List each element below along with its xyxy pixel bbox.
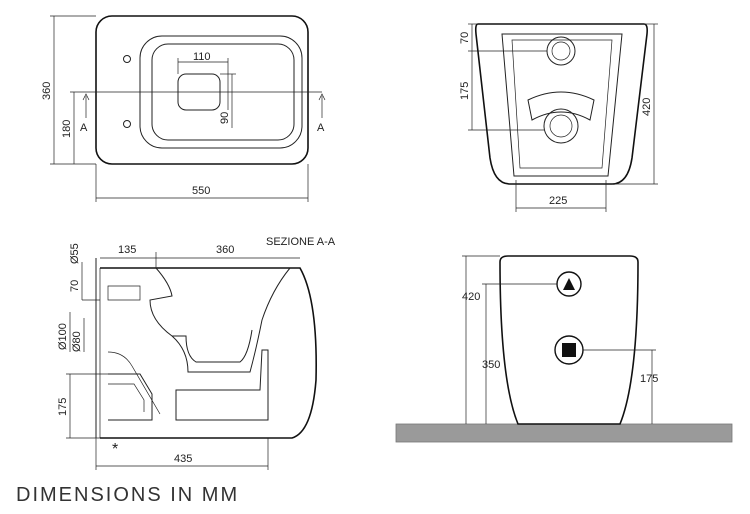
front-dim-175: 175 [640,373,658,385]
inlet-triangle-icon [563,278,575,290]
section-title: SEZIONE A-A [266,236,336,248]
outlet-square-icon [562,343,576,357]
section-dim-80: Ø80 [71,331,83,352]
rear-dim-70: 70 [459,32,471,44]
rear-inlet-circle [546,36,576,66]
front-dim-350: 350 [482,359,500,371]
section-mark-left: A [80,122,88,134]
section-asterisk: * [112,441,118,458]
section-dim-175: 175 [57,398,69,416]
section-dim-360: 360 [216,244,234,256]
fixing-hole-top [123,55,131,63]
rear-view-outline [474,23,648,185]
section-dim-70: 70 [69,280,81,292]
rear-dim-420: 420 [641,98,653,116]
rear-outlet-circle [543,108,579,144]
section-dim-55: Ø55 [69,243,81,264]
section-dim-135: 135 [118,244,136,256]
front-view: 420 350 175 [395,255,733,443]
rear-dim-225: 225 [549,195,567,207]
top-view: 110 90 A A 360 180 550 [41,15,326,202]
dim-90: 90 [219,112,231,124]
top-view-outline [95,15,309,165]
section-dim-435: 435 [174,453,192,465]
dim-110: 110 [193,51,211,63]
fixing-hole-bottom [123,120,131,128]
section-body-outline [100,267,317,439]
front-view-outline [499,255,639,425]
section-mark-right: A [317,122,325,134]
rear-dim-175: 175 [459,82,471,100]
section-view: SEZIONE A-A 135 360 Ø55 70 Ø100 Ø80 175 [57,236,336,470]
dim-180: 180 [61,120,73,138]
section-dim-100: Ø100 [57,323,69,350]
dim-550: 550 [192,185,210,197]
footer-title: DIMENSIONS IN MM [16,484,240,506]
dim-360-vertical: 360 [41,82,53,100]
floor [395,423,733,443]
rear-view: 70 175 420 225 [459,23,658,212]
front-dim-420: 420 [462,291,480,303]
